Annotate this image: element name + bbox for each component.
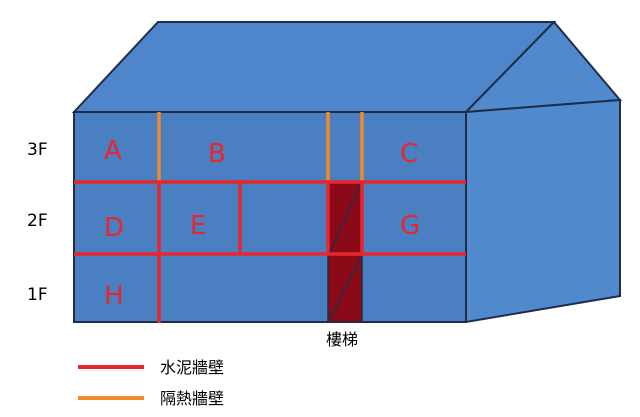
room-label-e: E — [190, 211, 206, 241]
stair-label: 樓梯 — [326, 330, 358, 349]
room-label-g: G — [400, 211, 420, 241]
floor-label-3f: 3F — [27, 140, 48, 160]
room-label-h: H — [104, 281, 124, 311]
floor-label-1f: 1F — [27, 285, 48, 305]
front-wall — [73, 111, 467, 323]
room-label-c: C — [400, 139, 418, 169]
room-label-d: D — [104, 213, 124, 243]
stair-flight-1f — [329, 257, 361, 321]
side-wall — [465, 98, 621, 324]
legend-concrete-label: 水泥牆壁 — [160, 358, 224, 377]
room-label-a: A — [104, 136, 122, 166]
room-label-b: B — [208, 139, 226, 169]
floor-label-2f: 2F — [27, 211, 48, 231]
legend-insulation-label: 隔熱牆壁 — [160, 389, 224, 408]
stair-flight-2f — [329, 185, 361, 253]
